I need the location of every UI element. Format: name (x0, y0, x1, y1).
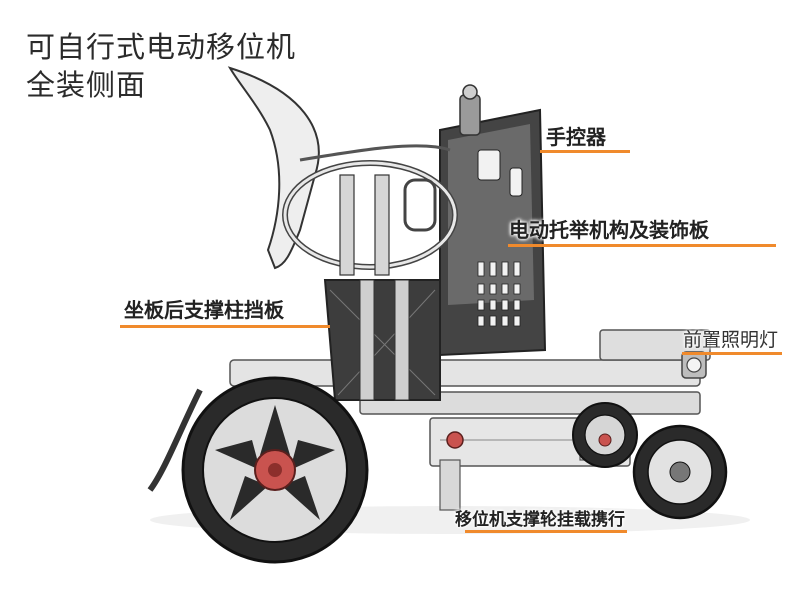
label-seat-support-baffle: 坐板后支撑柱挡板 (124, 300, 284, 322)
diagram-title-line2: 全装侧面 (26, 70, 147, 102)
diagram-title-line1: 可自行式电动移位机 (26, 32, 297, 64)
underline-seat-support-baffle (120, 325, 330, 328)
front-light (681, 351, 707, 379)
label-lift-mechanism: 电动托举机构及装饰板 (509, 220, 709, 242)
seat-support-baffle (323, 279, 441, 401)
underline-hand-controller (540, 150, 630, 153)
rear-handle (147, 388, 203, 492)
lift-mechanism-column (439, 84, 547, 357)
front-caster-wheel (632, 424, 728, 520)
underline-front-light (682, 352, 782, 355)
support-wheel (446, 402, 638, 468)
rear-wheel (181, 376, 369, 564)
underline-support-wheel (465, 530, 627, 533)
label-front-light: 前置照明灯 (683, 330, 779, 351)
label-support-wheel: 移位机支撑轮挂载携行 (455, 510, 625, 529)
seat-frame (227, 66, 458, 276)
underline-lift-mechanism (508, 244, 776, 247)
label-hand-controller: 手控器 (546, 127, 606, 149)
